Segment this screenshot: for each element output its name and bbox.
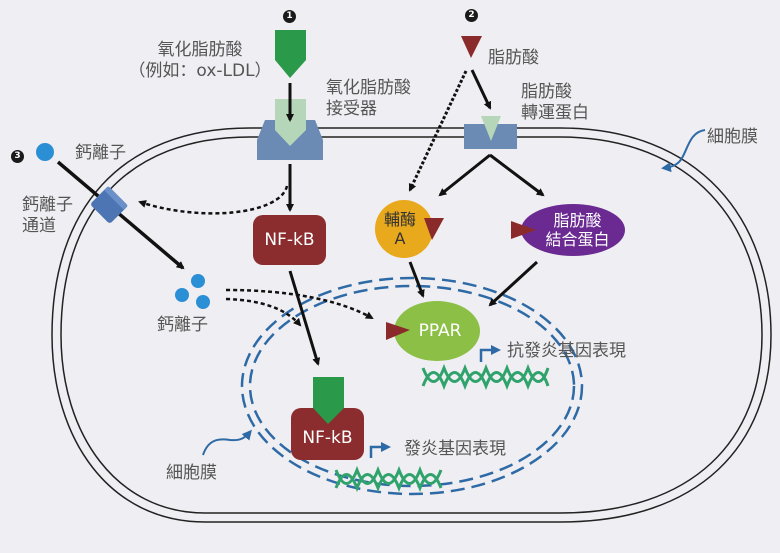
dotted-arrow-receptor-to-channel xyxy=(138,185,289,215)
dna-helix-anti-inflammatory xyxy=(421,363,550,391)
coenzyme-a-line1: 輔酶 xyxy=(383,210,416,229)
calcium-ions-inside xyxy=(175,274,210,309)
calcium-channel-label: 鈣離子 通道 xyxy=(22,195,73,237)
calcium-channel-line1: 鈣離子 xyxy=(22,195,73,215)
step-badge-2: 2 xyxy=(465,9,478,22)
fabp-fatty-acid xyxy=(511,221,536,239)
arrow-transporter-to-coenzyme xyxy=(438,153,491,197)
fabp-line2: 結合蛋白 xyxy=(545,230,610,249)
dotted-arrow-fatty-acid-to-coenzyme xyxy=(408,70,468,192)
coenzyme-a-label: 輔酶 A xyxy=(375,210,425,248)
arrow-nfkb-to-nucleus xyxy=(288,270,321,366)
arrow-fabp-to-ppar xyxy=(488,260,539,307)
fabp-label: 脂肪酸 結合蛋白 xyxy=(530,211,625,249)
cell-membrane-label-right: 細胞膜 xyxy=(707,127,758,147)
fatty-acid-transporter-label: 脂肪酸 轉運蛋白 xyxy=(521,82,589,124)
cell-membrane xyxy=(51,127,772,523)
inflammatory-expression-arrow xyxy=(369,442,391,458)
coenzyme-a-circle xyxy=(375,200,433,258)
oxidized-fatty-acid-ligand xyxy=(275,30,306,78)
nfkb-nucleus-label: NF-kB xyxy=(302,428,353,448)
anti-inflammatory-expression-label: 抗發炎基因表現 xyxy=(507,341,626,361)
fabp-ellipse xyxy=(521,204,625,256)
step-badge-1: 1 xyxy=(283,10,296,23)
nfkb-cytoplasm-label: NF-kB xyxy=(264,230,315,250)
calcium-ion-label-inside: 鈣離子 xyxy=(157,315,208,335)
oxidized-receptor-line2: 接受器 xyxy=(326,99,377,119)
nuclear-membrane xyxy=(240,276,584,496)
nfkb-bound-ligand xyxy=(313,377,344,424)
dotted-arrow-calcium-to-nfkb xyxy=(225,297,302,327)
anti-inflammatory-expression-arrow xyxy=(479,345,501,362)
oxidized-receptor-label: 氧化脂肪酸 接受器 xyxy=(326,78,411,120)
fatty-acid-label: 脂肪酸 xyxy=(488,48,539,68)
fatty-acid-transporter xyxy=(464,116,517,149)
calcium-ion-label-top: 鈣離子 xyxy=(75,143,126,163)
dotted-arrow-calcium-to-ppar xyxy=(225,288,374,320)
fatty-acid-transporter-line1: 脂肪酸 xyxy=(521,82,572,102)
oxidized-fatty-acid-label: 氧化脂肪酸 （例如：ox-LDL） xyxy=(125,40,275,82)
dna-helix-inflammatory xyxy=(334,465,443,493)
cell-membrane-label-lower: 細胞膜 xyxy=(166,463,217,483)
arrow-coenzyme-to-ppar xyxy=(408,261,425,298)
ppar-ellipse xyxy=(394,301,480,361)
step-badge-3: 3 xyxy=(11,150,24,163)
arrow-calcium-through-channel xyxy=(56,160,185,270)
coenzyme-a-line2: A xyxy=(394,229,406,248)
nfkb-nucleus-box xyxy=(291,408,364,460)
fabp-line1: 脂肪酸 xyxy=(553,211,602,230)
oxidized-fatty-acid-receptor xyxy=(257,99,323,160)
membrane-pointer-lower xyxy=(202,429,252,456)
calcium-ion-outside xyxy=(36,143,54,161)
ppar-fatty-acid xyxy=(386,322,410,340)
fatty-acid-triangle xyxy=(461,36,482,58)
oxidized-receptor-line1: 氧化脂肪酸 xyxy=(326,78,411,98)
calcium-channel-line2: 通道 xyxy=(22,216,56,236)
oxidized-fatty-acid-line1: 氧化脂肪酸 xyxy=(157,40,243,60)
fatty-acid-transporter-line2: 轉運蛋白 xyxy=(521,103,589,123)
nfkb-cytoplasm-box xyxy=(253,215,326,265)
inflammatory-expression-label: 發炎基因表現 xyxy=(404,439,506,459)
cell-membrane-pointer-right xyxy=(661,129,706,173)
calcium-channel xyxy=(91,186,128,223)
arrow-fatty-acid-to-transporter xyxy=(470,69,492,110)
ppar-label: PPAR xyxy=(418,321,462,341)
oxidized-fatty-acid-line2: （例如：ox-LDL） xyxy=(128,61,272,81)
arrow-transporter-to-fabp xyxy=(489,153,545,197)
coenzyme-a-fatty-acid xyxy=(424,218,444,240)
